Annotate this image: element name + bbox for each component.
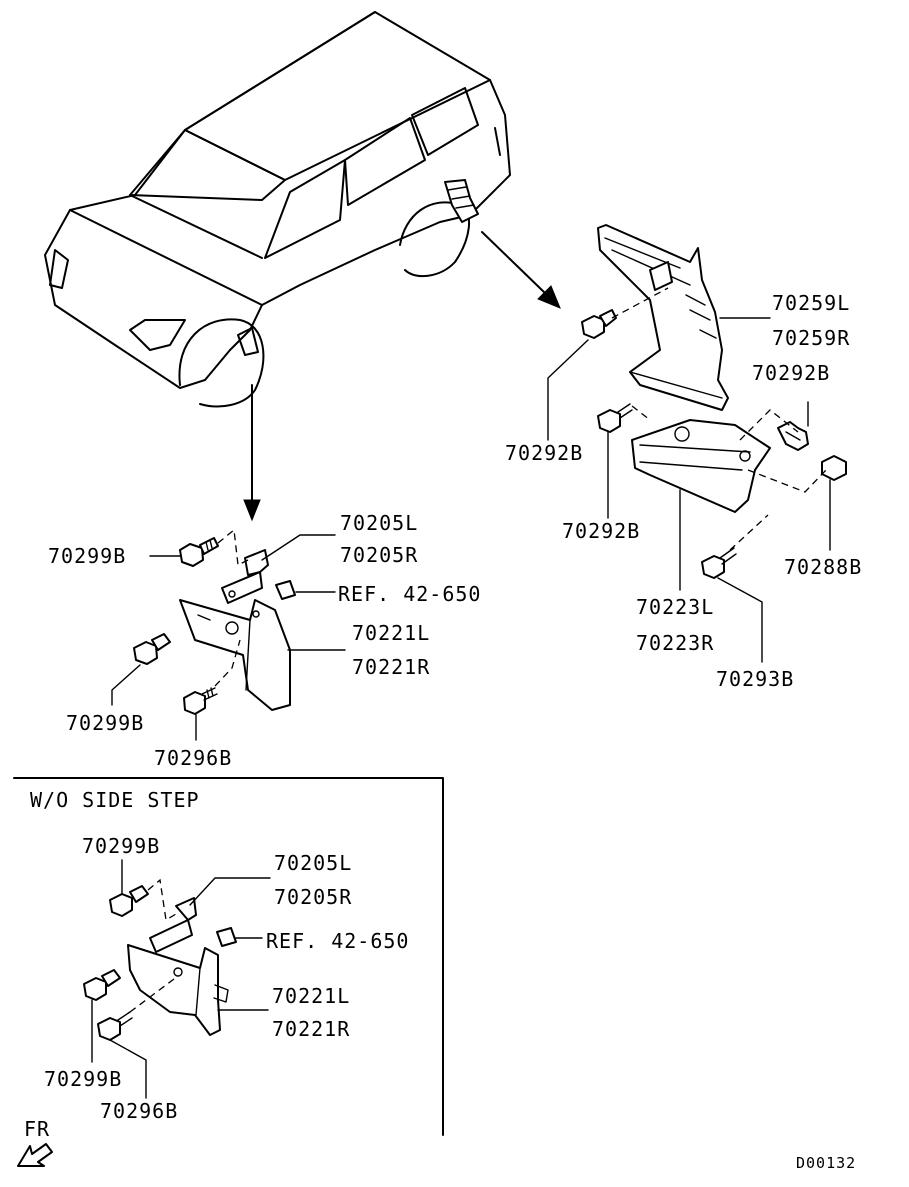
inset-title: W/O SIDE STEP xyxy=(30,788,200,812)
label-bolt-lower: 70292B xyxy=(562,519,640,543)
mudflap-70221 xyxy=(179,599,291,711)
bolt-icon xyxy=(597,403,633,433)
inset-label-bracket-l: 70205L xyxy=(274,851,352,875)
bolt-icon xyxy=(133,633,171,665)
screw-icon xyxy=(183,687,218,715)
label-splash-r: 70259R xyxy=(772,326,850,350)
label-flap-r: 70221R xyxy=(352,655,430,679)
label-bolt-bottom: 70299B xyxy=(66,711,144,735)
diagram-code: D00132 xyxy=(796,1154,856,1172)
inset-label-bracket-r: 70205R xyxy=(274,885,352,909)
inset-label-flap-l: 70221L xyxy=(272,984,350,1008)
bolt-icon xyxy=(581,309,617,339)
inset-label-flap-r: 70221R xyxy=(272,1017,350,1041)
mudflap-70223 xyxy=(631,419,771,513)
bolt-icon xyxy=(83,969,121,1001)
label-bolt-left: 70292B xyxy=(505,441,583,465)
label-bolt-right: 70292B xyxy=(752,361,830,385)
label-flap-l: 70221L xyxy=(352,621,430,645)
bracket-70205 xyxy=(221,549,269,604)
upper-left-assembly xyxy=(111,528,346,741)
inset-assembly xyxy=(83,859,271,1099)
bracket-70205 xyxy=(149,897,197,953)
label-flap-l: 70223L xyxy=(636,595,714,619)
bolt-icon xyxy=(109,885,149,917)
label-screw: 70296B xyxy=(154,746,232,770)
inset-label-bolt-top: 70299B xyxy=(82,834,160,858)
bolt-icon xyxy=(179,537,219,567)
label-splash-l: 70259L xyxy=(772,291,850,315)
inset-label-ref: REF. 42-650 xyxy=(266,929,409,953)
label-flap-r: 70223R xyxy=(636,631,714,655)
label-bracket-l: 70205L xyxy=(340,511,418,535)
label-bracket-r: 70205R xyxy=(340,543,418,567)
clip-icon xyxy=(216,927,237,947)
rear-mudguard-location xyxy=(444,179,479,223)
label-bolt-top: 70299B xyxy=(48,544,126,568)
label-screw: 70293B xyxy=(716,667,794,691)
mudflap-70221 xyxy=(127,944,229,1036)
direction-label: FR xyxy=(24,1117,50,1141)
splash-shield-70259 xyxy=(597,224,729,411)
label-ref: REF. 42-650 xyxy=(338,582,481,606)
bolt-icon xyxy=(777,421,809,451)
screw-icon xyxy=(701,547,737,579)
clip-icon xyxy=(275,580,296,600)
inset-frame xyxy=(13,777,444,1136)
inset-label-screw: 70296B xyxy=(100,1099,178,1123)
callout-arrows xyxy=(243,231,561,522)
right-assembly xyxy=(547,224,847,663)
inset-label-bolt-bottom: 70299B xyxy=(44,1067,122,1091)
front-arrow-icon xyxy=(17,1143,53,1167)
screw-icon xyxy=(97,1011,133,1041)
label-nut: 70288B xyxy=(784,555,862,579)
vehicle-illustration xyxy=(44,11,511,408)
nut-icon xyxy=(821,455,847,481)
